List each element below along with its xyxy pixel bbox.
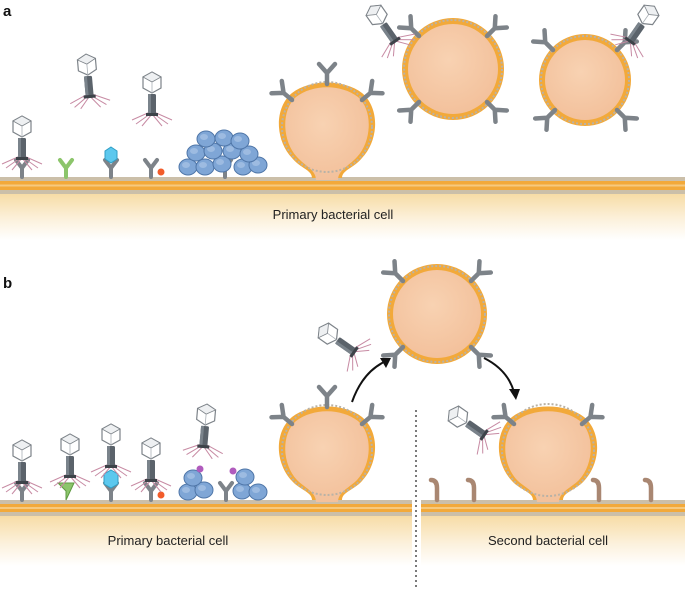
panel-b-second-cytoplasm (421, 516, 685, 566)
bacteriophage-icon (1, 439, 43, 495)
panel-a-vesicle-2 (533, 30, 637, 130)
bacteriophage-icon (65, 51, 112, 111)
bacteriophage-icon (307, 310, 376, 376)
panel-b-primary-cell-label: Primary bacterial cell (108, 533, 229, 548)
bacteriophage-icon (131, 71, 173, 127)
panel-a-membrane (0, 177, 685, 194)
receptor-icon (645, 480, 651, 500)
bacteriophage-icon (130, 437, 172, 493)
receptor-icon (218, 481, 234, 502)
receptor-icon (143, 481, 165, 502)
panel-b: b (0, 261, 685, 588)
panel-a-letter: a (3, 3, 12, 20)
receptor-icon (593, 480, 599, 500)
arrow-icon (483, 357, 520, 400)
bacteriophage-icon (437, 393, 506, 459)
panel-a-vesicle-1 (399, 16, 507, 122)
panel-a: a (0, 0, 685, 240)
panel-b-primary-membrane (0, 500, 412, 516)
receptor-icon (103, 469, 119, 502)
receptor-icon (143, 158, 165, 179)
defence-protein-cluster-icon (178, 465, 268, 501)
panel-b-budding-vesicle (272, 387, 383, 502)
panel-b-fusing-vesicle (494, 404, 603, 502)
receptor-icon (56, 482, 75, 501)
panel-a-budding-vesicle (272, 64, 383, 180)
panel-a-cell-label: Primary bacterial cell (273, 207, 394, 222)
bacteriophage-icon (49, 433, 91, 489)
panel-b-vesicle-free (383, 261, 491, 367)
receptor-icon (58, 158, 74, 179)
panel-b-second-cell-label: Second bacterial cell (488, 533, 608, 548)
bacteriophage-icon (181, 401, 228, 461)
panel-b-second-membrane (421, 500, 685, 516)
receptor-icon (103, 146, 119, 179)
arrow-icon (351, 358, 391, 403)
receptor-icon (431, 480, 437, 500)
bacteriophage-icon (1, 115, 43, 171)
defence-protein-cluster-icon (178, 129, 268, 176)
receptor-icon (14, 481, 30, 502)
panel-b-primary-cytoplasm (0, 516, 412, 566)
panel-b-letter: b (3, 275, 12, 292)
panel-a-cytoplasm (0, 194, 685, 240)
receptor-icon (468, 480, 474, 500)
